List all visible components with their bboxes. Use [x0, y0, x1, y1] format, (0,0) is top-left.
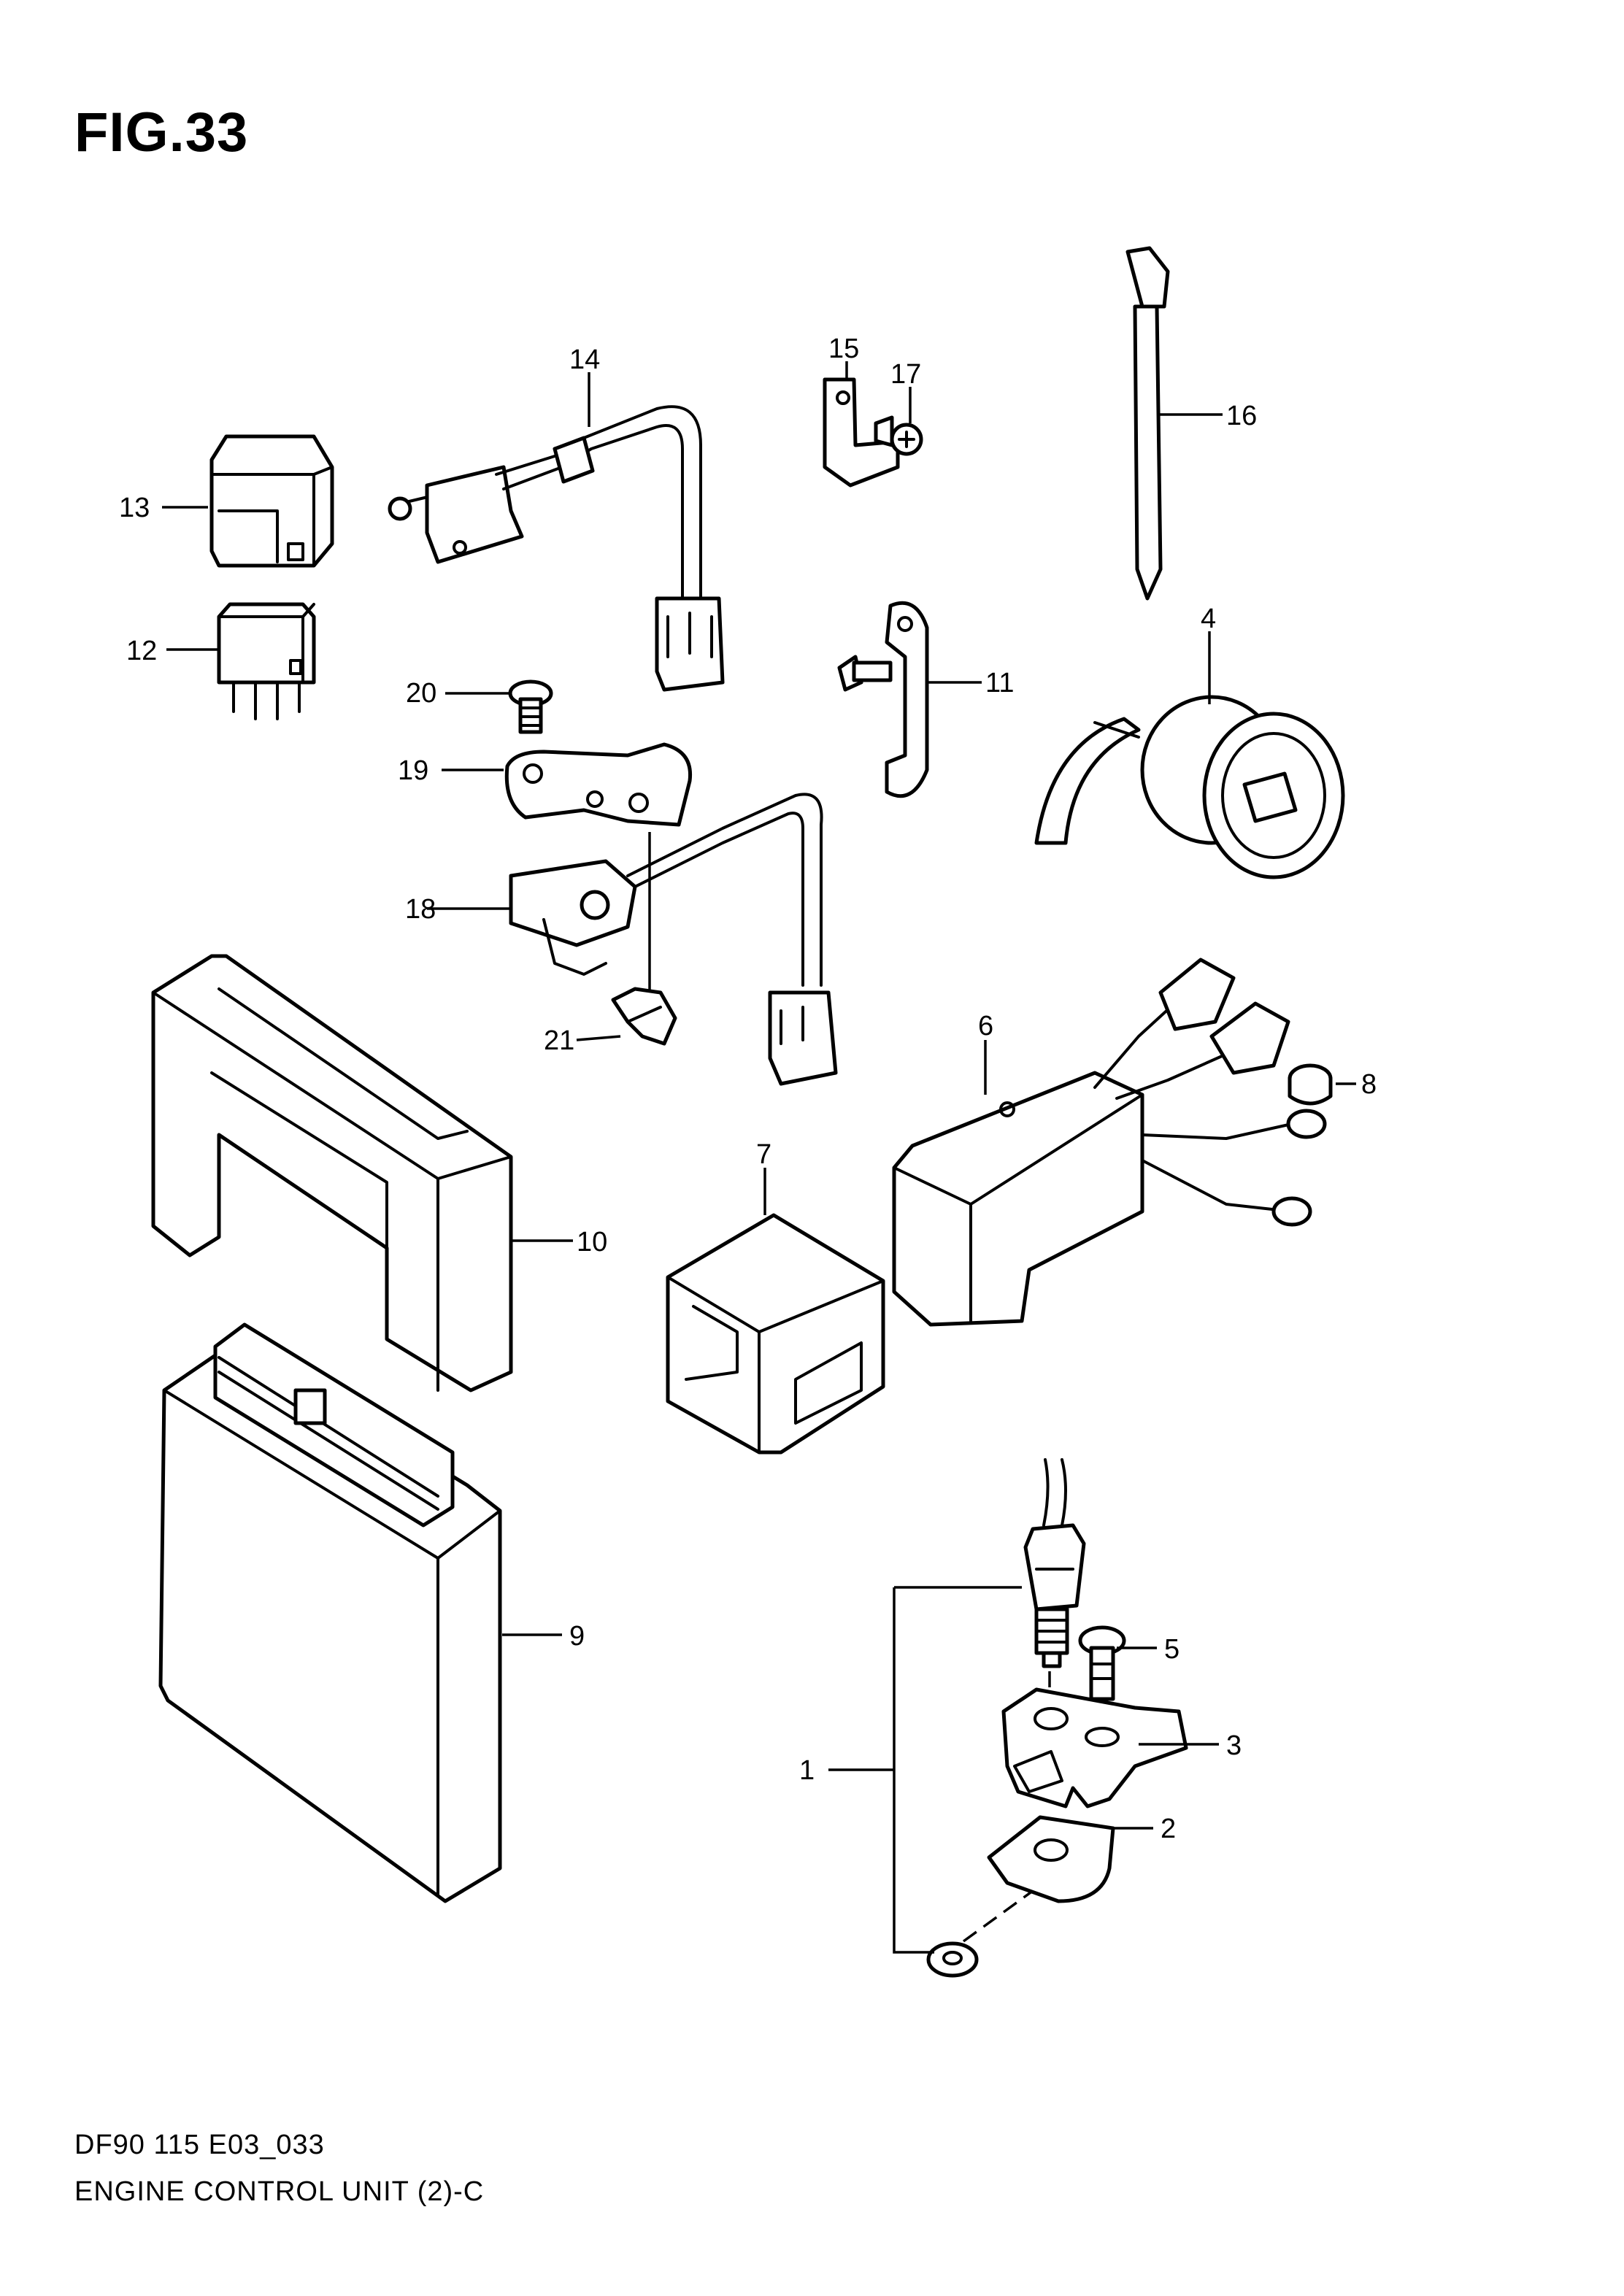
callout-9: 9	[569, 1621, 585, 1652]
part-8-cap	[1288, 1063, 1333, 1106]
callout-1: 1	[799, 1755, 815, 1786]
part-13-relay	[209, 434, 334, 568]
diagram-title: ENGINE CONTROL UNIT (2)-C	[74, 2176, 485, 2207]
callout-4: 4	[1201, 604, 1216, 634]
callout-15: 15	[828, 334, 859, 364]
callout-16: 16	[1226, 401, 1257, 431]
callout-8: 8	[1361, 1069, 1377, 1100]
part-14-switch-harness	[388, 405, 725, 692]
part-18-switch-harness	[509, 793, 838, 1086]
callout-5: 5	[1164, 1634, 1179, 1665]
diagram-code: DF90 115 E03_033	[74, 2130, 325, 2160]
callout-20: 20	[406, 678, 436, 709]
part-19-bracket	[504, 742, 693, 827]
part-4-key-switch	[1034, 695, 1345, 879]
part-20-screw	[508, 679, 553, 734]
part-10-cover	[151, 954, 513, 1392]
part-16-cable-tie	[1125, 246, 1170, 601]
callout-6: 6	[978, 1011, 993, 1041]
part-21-clip	[611, 987, 677, 1046]
part-6-module	[892, 958, 1327, 1327]
callout-17: 17	[890, 359, 921, 390]
callout-14: 14	[569, 344, 600, 375]
callout-12: 12	[126, 636, 157, 666]
figure-title: FIG.33	[74, 101, 249, 163]
callout-13: 13	[119, 493, 150, 523]
callout-18: 18	[405, 894, 436, 925]
callout-3: 3	[1226, 1730, 1242, 1761]
part-15-clamp	[823, 377, 900, 488]
callout-11: 11	[985, 668, 1014, 698]
callout-21: 21	[544, 1025, 574, 1056]
part-17-screw	[874, 415, 923, 456]
leader-lines	[162, 361, 1356, 1954]
callout-7: 7	[756, 1139, 771, 1170]
part-9-ecu	[158, 1322, 502, 1903]
callout-19: 19	[398, 755, 428, 786]
callout-2: 2	[1161, 1814, 1176, 1844]
part-1-sensor-assembly	[926, 1458, 1086, 1978]
part-3-bracket	[1001, 1687, 1188, 1808]
part-7-bracket-box	[666, 1213, 885, 1455]
part-2-plate	[987, 1815, 1115, 1903]
callout-10: 10	[577, 1227, 607, 1257]
part-12-relay	[217, 602, 316, 720]
part-5-bolt	[1078, 1625, 1126, 1722]
part-11-clamp	[837, 601, 929, 798]
